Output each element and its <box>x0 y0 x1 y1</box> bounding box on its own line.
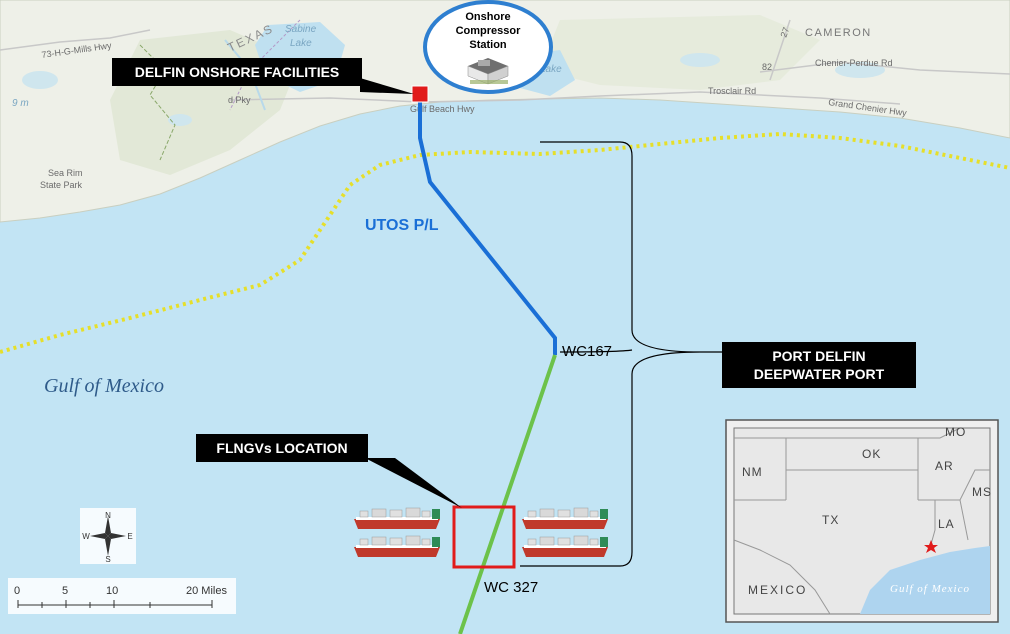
inset-state-tx: TX <box>822 513 839 527</box>
building-icon <box>467 58 509 85</box>
label-sea-rim-2: State Park <box>40 180 83 190</box>
scale-10: 10 <box>106 585 118 597</box>
compressor-station-bubble <box>423 0 553 94</box>
compass-rose: N S W E <box>80 508 136 564</box>
inset-location-star <box>924 540 938 553</box>
compass-w: W <box>82 532 90 541</box>
label-cameron: CAMERON <box>805 27 872 39</box>
inset-state-ok: OK <box>862 447 881 461</box>
compressor-label-1: Onshore <box>465 11 510 23</box>
inset-state-ms: MS <box>972 485 992 499</box>
inset-state-ar: AR <box>935 459 954 473</box>
flngv-ships <box>354 507 608 557</box>
label-sabine-2: Lake <box>290 38 312 49</box>
onshore-facilities-callout: DELFIN ONSHORE FACILITIES <box>112 58 362 86</box>
port-delfin-callout: PORT DELFIN DEEPWATER PORT <box>722 342 916 388</box>
inset-map: NM OK MO AR TX LA MS MEXICO Gulf of Mexi… <box>725 419 999 623</box>
flngv-ship-icon <box>522 507 608 529</box>
label-sea-rim-1: Sea Rim <box>48 168 83 178</box>
new-pipeline <box>458 354 557 634</box>
compass-e: E <box>127 532 132 541</box>
road-27 <box>769 19 791 81</box>
label-d-pky: d Pky <box>228 95 251 105</box>
onshore-callout-pointer <box>360 78 414 94</box>
scale-bar: 0 5 10 20 Miles <box>8 578 236 614</box>
port-delfin-line1: PORT DELFIN <box>772 348 866 364</box>
inset-state-nm: NM <box>742 465 763 479</box>
flngv-location-callout: FLNGVs LOCATION <box>196 434 368 462</box>
block-wc327: WC 327 <box>484 579 538 596</box>
inset-state-mo: MO <box>945 425 966 439</box>
label-route-27: 27 <box>778 26 791 39</box>
scale-5: 5 <box>62 585 68 597</box>
road-82 <box>759 61 1010 75</box>
label-trosclair: Trosclair Rd <box>708 86 756 96</box>
park-boundary <box>139 44 176 161</box>
label-route-82: 82 <box>762 62 772 72</box>
road-73 <box>0 29 151 51</box>
flngv-ship-icon <box>522 535 608 557</box>
label-gulf-beach: Gulf Beach Hwy <box>410 104 475 114</box>
compressor-label-2: Compressor <box>456 25 522 37</box>
flngv-callout-pointer <box>365 458 462 508</box>
road-gulf-beach <box>229 91 901 105</box>
inset-gulf-label: Gulf of Mexico <box>890 583 970 595</box>
port-delfin-bracket <box>520 141 722 567</box>
inset-country-mexico: MEXICO <box>748 583 807 597</box>
inset-state-la: LA <box>938 517 955 531</box>
flngv-ship-icon <box>354 507 440 529</box>
flngv-ship-icon <box>354 535 440 557</box>
onshore-facility-marker <box>411 85 429 103</box>
label-9m: 9 m <box>12 98 29 109</box>
compass-n: N <box>105 511 111 520</box>
flngv-location-box <box>452 505 516 569</box>
label-lake-partial: Lake <box>540 64 562 75</box>
label-sabine-1: Sabine <box>285 24 317 35</box>
scale-0: 0 <box>14 585 20 597</box>
compass-s: S <box>105 555 110 564</box>
marsh-area-east <box>540 15 820 90</box>
compressor-label-3: Station <box>469 39 507 51</box>
gulf-label: Gulf of Mexico <box>44 375 164 397</box>
utos-pipeline <box>418 96 557 355</box>
port-delfin-line2: DEEPWATER PORT <box>753 366 885 382</box>
scale-20: 20 Miles <box>186 585 227 597</box>
label-chenier-perdue: Chenier-Perdue Rd <box>815 58 893 68</box>
block-wc167: WC167 <box>562 343 612 360</box>
pipeline-label: UTOS P/L <box>365 217 439 234</box>
